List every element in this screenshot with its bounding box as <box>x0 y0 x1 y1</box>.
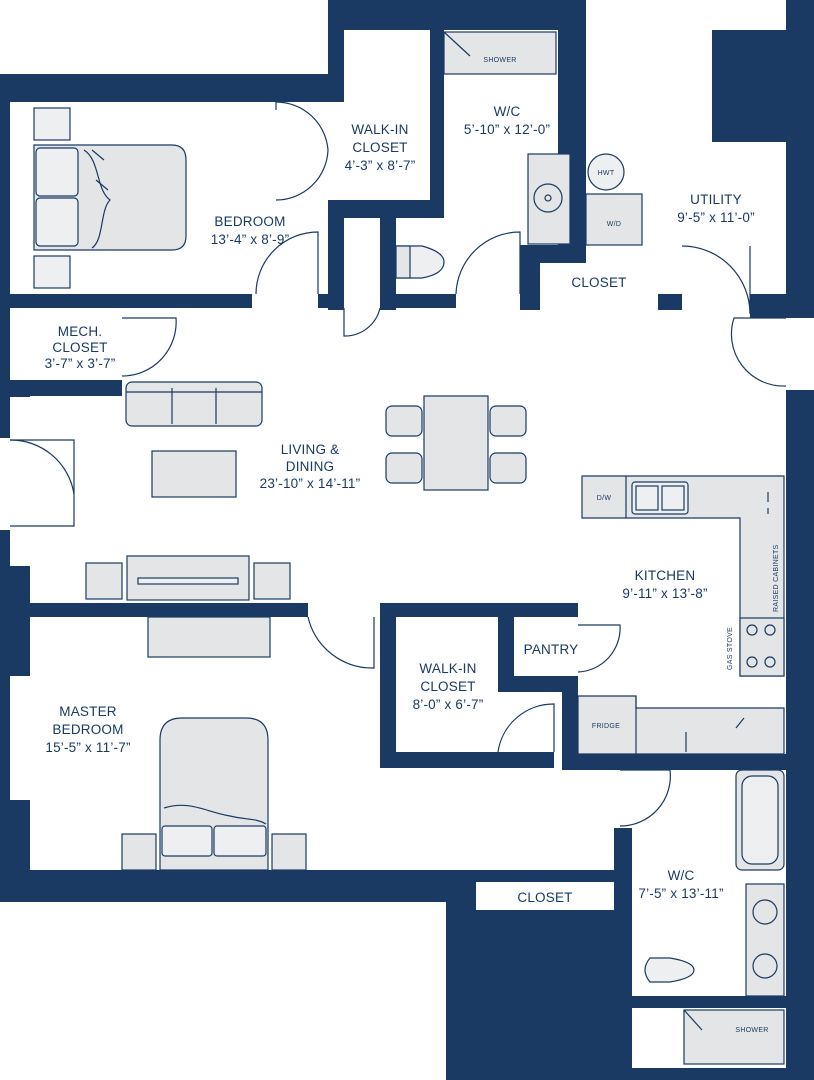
wc-1-name: W/C <box>494 104 521 119</box>
wc-2-dims: 7’-5” x 13’-11” <box>638 886 723 901</box>
double-vanity <box>745 883 785 997</box>
shower-2-label: SHOWER <box>735 1027 768 1034</box>
sink <box>631 481 689 515</box>
bedroom-furniture <box>33 107 187 289</box>
mech-closet-name-1: MECH. <box>58 324 103 339</box>
dining-chair <box>489 405 527 437</box>
gas-stove-label: GAS STOVE <box>727 627 734 670</box>
living-name-1: LIVING & <box>281 442 340 457</box>
washer-dryer <box>585 193 643 246</box>
dw-label: D/W <box>597 495 612 502</box>
bedroom-name: BEDROOM <box>214 214 285 229</box>
wc-2-name: W/C <box>668 868 695 883</box>
gas-stove <box>739 617 785 677</box>
fridge-label: FRIDGE <box>592 723 620 730</box>
closet-2-name: CLOSET <box>517 890 572 905</box>
bedroom-dims: 13’-4” x 8’-9” <box>211 232 290 247</box>
room-voids <box>10 30 786 1068</box>
hwt-label: HWT <box>598 170 615 177</box>
utility-dims: 9’-5” x 11’-0” <box>677 210 755 225</box>
raised-cabinets-label: RAISED CABINETS <box>773 544 780 612</box>
nightstand <box>121 833 157 871</box>
living-furniture <box>85 381 527 658</box>
toilet-2 <box>644 957 695 983</box>
walkin-2-name-1: WALK-IN <box>419 661 476 676</box>
dining-chair <box>385 405 423 437</box>
walkin-1-dims: 4’-3” x 8’-7” <box>345 158 416 173</box>
wd-label: W/D <box>607 221 622 228</box>
shower-1-label: SHOWER <box>483 57 516 64</box>
nightstand <box>33 107 71 141</box>
nightstand <box>33 255 71 289</box>
wc2-fixtures: SHOWER <box>644 769 785 1065</box>
nightstand <box>271 833 307 871</box>
walkin-1-name-2: CLOSET <box>352 140 407 155</box>
walkin-1-name-1: WALK-IN <box>351 122 408 137</box>
mech-closet-name-2: CLOSET <box>52 340 107 355</box>
master-name-1: MASTER <box>59 704 117 719</box>
side-table <box>85 562 123 600</box>
walkin-2-dims: 8’-0” x 6’-7” <box>413 697 484 712</box>
living-name-2: DINING <box>286 459 334 474</box>
sofa <box>125 381 263 427</box>
shower-1 <box>443 31 557 75</box>
kitchen-name: KITCHEN <box>635 568 696 583</box>
dining-chair <box>385 452 423 484</box>
coffee-table <box>151 450 237 498</box>
wc-1-dims: 5’-10” x 12’-0” <box>464 122 550 137</box>
room-labels: BEDROOM 13’-4” x 8’-9” WALK-IN CLOSET 4’… <box>45 104 755 905</box>
living-dims: 23’-10” x 14’-11” <box>260 476 361 491</box>
kitchen-dims: 9’-11” x 13’-8” <box>622 586 707 601</box>
water-heater <box>587 153 625 191</box>
dresser <box>147 616 271 658</box>
walkin-2-name-2: CLOSET <box>420 679 475 694</box>
utility-fixtures: HWT W/D <box>585 153 643 246</box>
kitchen-fixtures: D/W GAS STOVE RAISED CABINETS FRIDGE <box>577 475 785 755</box>
master-furniture <box>121 717 307 871</box>
doors <box>9 101 787 827</box>
master-name-2: BEDROOM <box>52 722 123 737</box>
dining-chair <box>489 452 527 484</box>
shower-2 <box>683 1009 785 1065</box>
pantry-name: PANTRY <box>524 642 579 657</box>
dining-table <box>423 395 489 491</box>
master-dims: 15’-5” x 11’-7” <box>45 740 130 755</box>
wc1-fixtures: SHOWER <box>395 31 571 279</box>
vanity-1 <box>527 153 571 245</box>
utility-name: UTILITY <box>690 192 742 207</box>
mech-closet-dims: 3’-7” x 3’-7” <box>45 356 116 371</box>
closet-1-name: CLOSET <box>571 275 626 290</box>
side-table <box>253 562 291 600</box>
